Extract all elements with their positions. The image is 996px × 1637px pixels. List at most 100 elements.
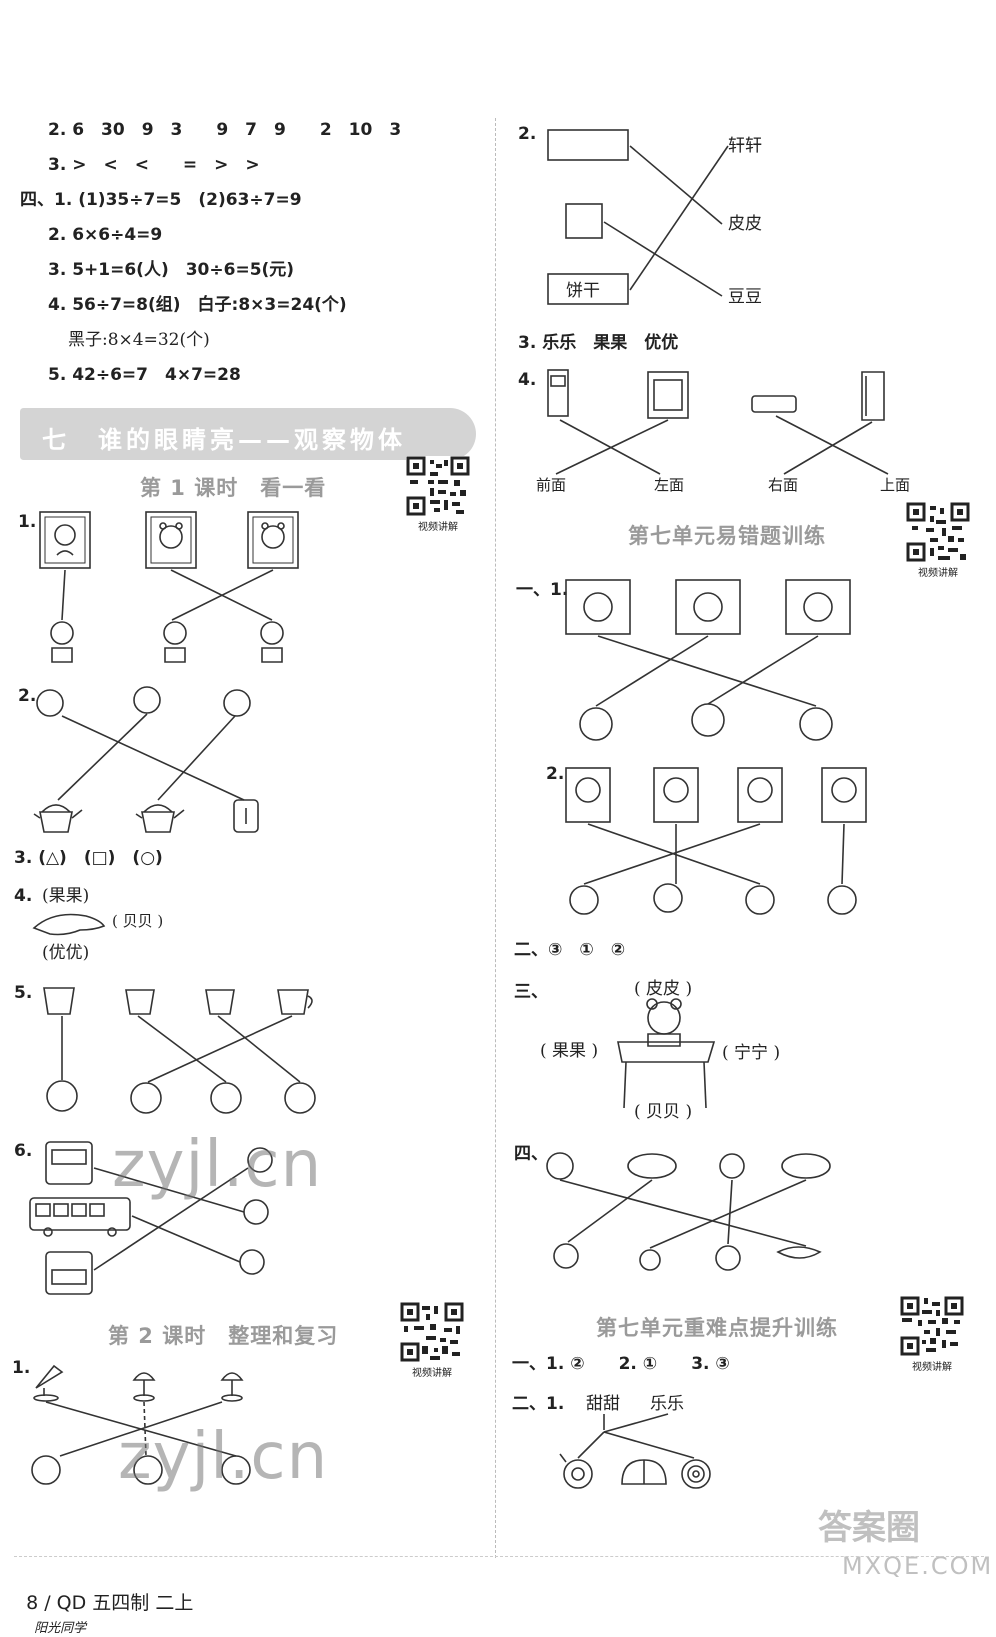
head-icon [243, 1199, 269, 1225]
lesson-title: 第 2 课时 整理和复习 [108, 1324, 339, 1348]
qr-icon [406, 456, 470, 516]
head-icon [210, 1082, 242, 1114]
view-label: 左面 [654, 476, 685, 494]
qr-caption: 视频讲解 [412, 1368, 452, 1379]
lamp-icon [33, 1364, 64, 1402]
head-icon [247, 1147, 273, 1173]
qr-code[interactable]: 视频讲解 [406, 456, 470, 533]
view-label: 右面 [768, 476, 799, 494]
table-with-bear [617, 998, 716, 1109]
question-number: 2. [518, 124, 537, 144]
turtle-icon [627, 1153, 677, 1179]
head-icon [223, 689, 251, 717]
answer-line: 3. 5+1=6(人) 30÷6=5(元) [48, 260, 295, 280]
qr-caption: 视频讲解 [918, 568, 958, 579]
qr-code[interactable]: 视频讲解 [900, 1296, 964, 1373]
framed-picture [675, 579, 741, 635]
biscuit-label: 饼干 [566, 281, 600, 301]
kettle-icon [233, 799, 259, 833]
animal-icon [639, 1249, 661, 1271]
head-icon [36, 689, 64, 717]
question-number: 二、1. [512, 1394, 565, 1414]
answer-line: 5. 42÷6=7 4×7=28 [48, 365, 241, 385]
column-divider [495, 118, 496, 1558]
label-youyou: (优优) [42, 943, 90, 963]
framed-picture [737, 767, 783, 823]
framed-picture [39, 511, 91, 569]
child-figure [50, 621, 74, 663]
box-shape [565, 203, 603, 239]
book-icon [751, 395, 797, 413]
head-icon [579, 707, 613, 741]
brand-text: 阳光同学 [34, 1621, 87, 1636]
label-beibei: ( 贝贝 ) [634, 1102, 693, 1122]
head-icon [239, 1249, 265, 1275]
framed-picture [653, 767, 699, 823]
clock-icon [546, 1152, 574, 1180]
answer-line: 4. 56÷7=8(组) 白子:8×3=24(个) [48, 295, 347, 315]
head-icon [569, 885, 599, 915]
name-label: 轩轩 [728, 136, 762, 156]
question-number: 4. [14, 886, 33, 906]
answer-line: 二、③ ① ② [514, 940, 626, 960]
watermark-text: zyjl.cn [112, 1128, 323, 1202]
book-icon [547, 369, 569, 417]
cup-icon [277, 989, 313, 1015]
answer-line: 2. 6×6÷4=9 [48, 225, 163, 245]
footer-divider [14, 1556, 984, 1557]
question-number: 1. [18, 512, 37, 532]
head-icon [130, 1082, 162, 1114]
qr-icon [900, 1296, 964, 1356]
question-number: 6. [14, 1141, 33, 1161]
qr-code[interactable]: 视频讲解 [400, 1302, 464, 1379]
answer-line: 3. 乐乐 果果 优优 [518, 333, 679, 353]
teapot-icon [681, 1459, 711, 1489]
cup-icon [205, 989, 235, 1015]
lesson-title: 第 1 课时 看一看 [140, 476, 327, 500]
cup-icon [43, 987, 75, 1015]
framed-picture [785, 579, 851, 635]
framed-picture [565, 767, 611, 823]
exercise-illustrations [29, 129, 889, 1489]
head-icon [133, 686, 161, 714]
book-icon [861, 371, 885, 421]
answer-line: 黑子:8×4=32(个) [68, 330, 210, 350]
qr-code[interactable]: 视频讲解 [906, 502, 970, 579]
question-number: 5. [14, 983, 33, 1003]
name-label: 乐乐 [650, 1394, 684, 1414]
answer-line: 2. 6 30 9 3 9 7 9 2 10 3 [48, 120, 402, 140]
page-footer: 8 / QD 五四制 二上 阳光同学 [14, 1566, 193, 1637]
framed-picture [145, 511, 197, 569]
answer-line: 3. (△) (□) (○) [14, 848, 163, 868]
label-guoguo: (果果) [42, 886, 90, 906]
turtle-icon [781, 1153, 831, 1179]
book-icon [647, 371, 689, 419]
bus-icon [45, 1251, 93, 1295]
footer-text: 8 / QD 五四制 二上 [26, 1592, 194, 1614]
label-beibei: ( 贝贝 ) [112, 912, 164, 930]
head-icon [799, 707, 833, 741]
cup-icon [125, 989, 155, 1015]
box-shape [547, 129, 629, 161]
head-icon [827, 885, 857, 915]
question-number: 2. [18, 686, 37, 706]
name-label: 甜甜 [586, 1394, 620, 1414]
unit-title: 七 谁的眼睛亮——观察物体 [42, 426, 406, 454]
name-label: 皮皮 [728, 214, 762, 234]
teapot-icon [559, 1453, 593, 1489]
crocodile-icon [776, 1246, 822, 1259]
question-number: 1. [12, 1358, 31, 1378]
section-title: 第七单元重难点提升训练 [596, 1316, 838, 1340]
answer-line: 3. > < < = > > [48, 155, 260, 175]
label-guoguo: ( 果果 ) [540, 1041, 599, 1061]
lamp-icon [220, 1372, 244, 1402]
unit-banner: 七 谁的眼睛亮——观察物体 [20, 408, 476, 460]
head-icon [31, 1455, 61, 1485]
label-ningning: ( 宁宁 ) [722, 1043, 781, 1063]
framed-picture [565, 579, 631, 635]
framed-picture [247, 511, 299, 569]
qr-icon [400, 1302, 464, 1362]
view-label: 上面 [880, 476, 911, 494]
answer-line: 一、1. ② 2. ① 3. ③ [512, 1354, 730, 1374]
kettle-icon [33, 804, 83, 833]
